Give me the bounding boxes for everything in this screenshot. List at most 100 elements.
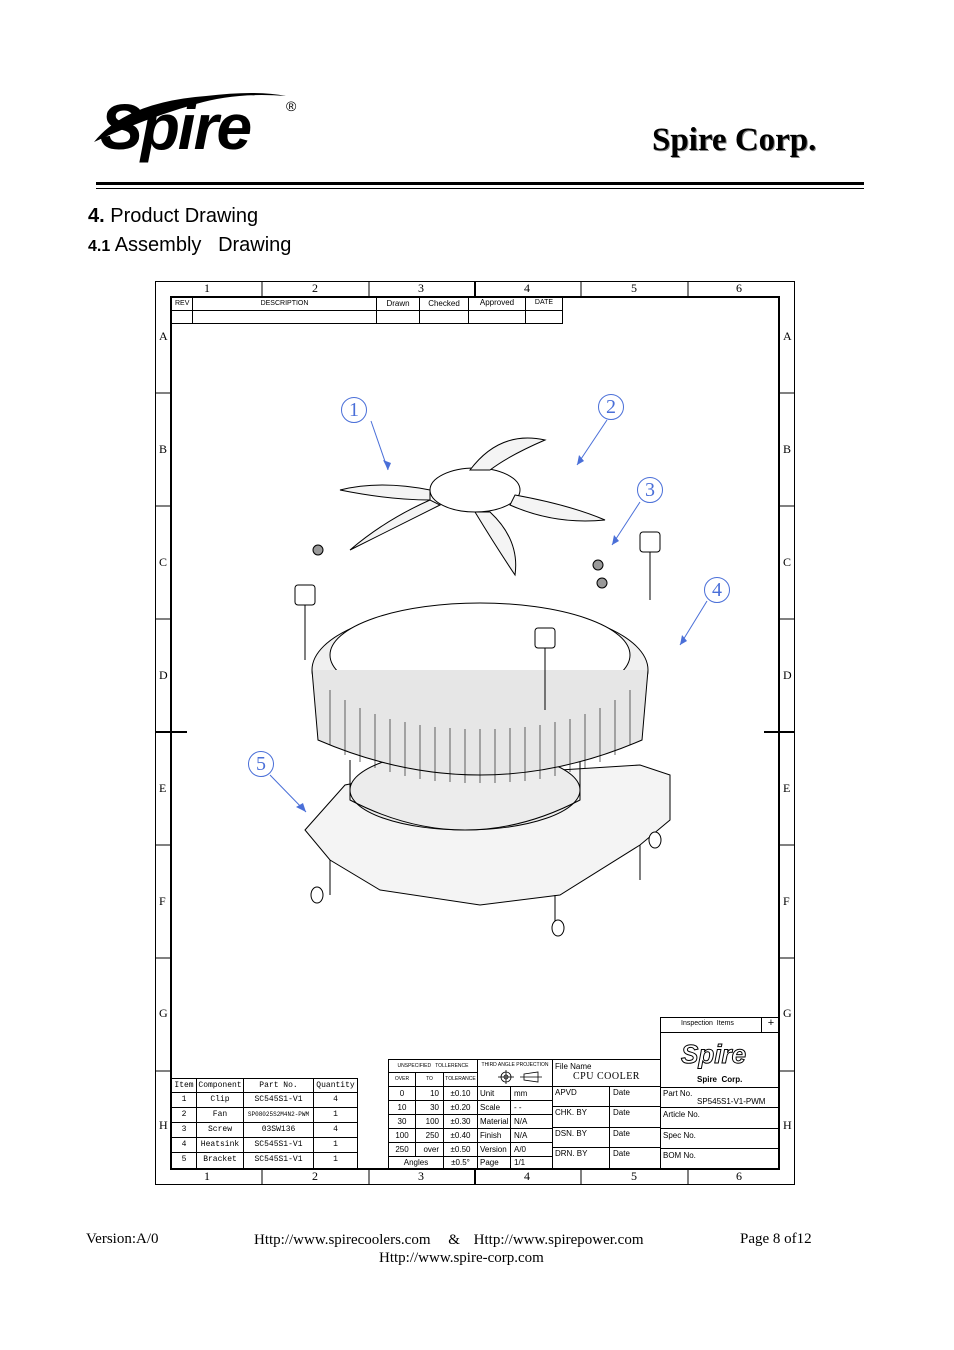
zone-col-3-bottom: 3	[418, 1169, 424, 1183]
projection-title-cell: THIRD ANGLE PROJECTION	[477, 1059, 553, 1087]
zone-row-g-left: G	[159, 1006, 168, 1020]
zone-row-d-left: D	[159, 668, 168, 682]
tol-row-1-to: 10	[415, 1086, 444, 1101]
callout-balloon-5: 5	[248, 751, 274, 777]
rev-row-1-desc	[192, 310, 377, 324]
rev-header-drawn: Drawn	[376, 297, 420, 311]
bom-header-quantity: Quantity	[313, 1078, 358, 1093]
rev-row-1-date	[525, 310, 563, 324]
rev-header-date: DATE	[525, 297, 563, 311]
inspection-items-cell: Inspection Items +	[660, 1017, 780, 1033]
callout-4-number: 4	[712, 579, 722, 601]
rev-header-rev: REV	[171, 297, 193, 311]
proj-material-label: Material	[477, 1114, 511, 1129]
zone-row-c-right: C	[783, 555, 792, 569]
bom-row-1-item: 1	[171, 1092, 197, 1108]
tol-row-3-over: 30	[388, 1114, 416, 1129]
proj-scale-label: Scale	[477, 1100, 511, 1115]
title-logo-sub: Spire Corp.	[697, 1075, 743, 1084]
proj-version-value: A/0	[510, 1142, 553, 1157]
tol-header-to: TO	[415, 1072, 444, 1087]
tol-header-tolerance: TOLERANCE	[443, 1072, 478, 1087]
tolerance-title: UNSPECIFIED TOLLERENCE	[388, 1059, 478, 1073]
tol-row-4-over: 100	[388, 1128, 416, 1143]
title-logo-mark: Spire	[680, 1039, 747, 1070]
bom-row-2-part-no: SP08025S2M4N2-PWM	[243, 1107, 314, 1123]
tol-row-2-over: 10	[388, 1100, 416, 1115]
third-angle-projection-icon	[498, 1070, 542, 1084]
callout-balloon-4: 4	[704, 577, 730, 603]
callout-balloon-2: 2	[598, 394, 624, 420]
zone-col-5-bottom: 5	[631, 1169, 637, 1183]
bom-row-4-component: Heatsink	[196, 1137, 244, 1153]
section-41-number: 4.1	[88, 238, 111, 255]
proj-page-value: 1/1	[510, 1156, 553, 1169]
tol-row-5-over: 250	[388, 1142, 416, 1157]
zone-col-3-top: 3	[418, 281, 424, 295]
tol-row-5-tol: ±0.50	[443, 1142, 478, 1157]
company-name: Spire Corp.	[652, 122, 817, 158]
bom-row-5-item: 5	[171, 1152, 197, 1169]
rev-row-1-rev	[171, 310, 193, 324]
callout-1-number: 1	[349, 399, 359, 421]
proj-finish-value: N/A	[510, 1128, 553, 1143]
footer-ampersand: &	[448, 1232, 460, 1248]
bom-row-5-component: Bracket	[196, 1152, 244, 1169]
callout-5-number: 5	[256, 753, 266, 775]
zone-col-4-bottom: 4	[524, 1169, 530, 1183]
bom-header-item: Item	[171, 1078, 197, 1093]
bom-row-1-component: Clip	[196, 1092, 244, 1108]
sign-apvd-date: Date	[609, 1086, 661, 1107]
projection-title: THIRD ANGLE PROJECTION	[481, 1062, 549, 1068]
footer-link-spirecorp[interactable]: Http://www.spire-corp.com	[379, 1250, 544, 1266]
bom-header-component: Component	[196, 1078, 244, 1093]
bom-row-3-part-no: 03SW136	[243, 1122, 314, 1138]
bom-row-2-item: 2	[171, 1107, 197, 1123]
section-41-heading: 4.1 Assembly Drawing	[88, 234, 291, 257]
bom-row-1-quantity: 4	[313, 1092, 358, 1108]
zone-row-d-right: D	[783, 668, 792, 682]
inspection-items-label: Inspection Items	[681, 1020, 734, 1027]
bom-row-3-component: Screw	[196, 1122, 244, 1138]
sign-drn-label: DRN. BY	[552, 1147, 610, 1169]
title-logo-cell: Spire Spire Corp.	[660, 1032, 780, 1088]
zone-row-f-right: F	[783, 894, 790, 908]
footer-page-number: Page 8 of12	[740, 1231, 812, 1247]
tol-row-3-tol: ±0.30	[443, 1114, 478, 1129]
file-name-label: File Name	[555, 1062, 592, 1071]
bom-row-2-component: Fan	[196, 1107, 244, 1123]
zone-col-6-bottom: 6	[736, 1169, 742, 1183]
proj-unit-label: Unit	[477, 1086, 511, 1101]
proj-version-label: Version	[477, 1142, 511, 1157]
bom-row-4-part-no: SC545S1-V1	[243, 1137, 314, 1153]
zone-row-e-right: E	[783, 781, 791, 795]
bom-row-3-quantity: 4	[313, 1122, 358, 1138]
file-name-cell: File Name CPU COOLER	[552, 1059, 661, 1087]
section-4-heading: 4. Product Drawing	[88, 205, 258, 228]
zone-row-e-left: E	[159, 781, 167, 795]
bom-row-2-quantity: 1	[313, 1107, 358, 1123]
part-no-cell: Part No. SP545S1-V1-PWM	[660, 1087, 780, 1108]
sign-dsn-label: DSN. BY	[552, 1127, 610, 1148]
zone-row-b-right: B	[783, 442, 792, 456]
zone-row-g-right: G	[783, 1006, 792, 1020]
sign-drn-date: Date	[609, 1147, 661, 1169]
rev-header-approved: Approved	[468, 297, 526, 311]
part-no-label: Part No.	[663, 1089, 693, 1098]
sign-dsn-date: Date	[609, 1127, 661, 1148]
tol-header-over: OVER	[388, 1072, 416, 1087]
footer-link-spirecoolers[interactable]: Http://www.spirecoolers.com	[254, 1232, 431, 1248]
header-rule	[96, 182, 864, 185]
zone-col-1-top: 1	[204, 281, 210, 295]
bom-row-1-part-no: SC545S1-V1	[243, 1092, 314, 1108]
zone-col-5-top: 5	[631, 281, 637, 295]
zone-row-b-left: B	[159, 442, 168, 456]
registered-mark: ®	[286, 98, 297, 114]
tol-row-3-to: 100	[415, 1114, 444, 1129]
tol-row-4-to: 250	[415, 1128, 444, 1143]
header-rule-thin	[96, 188, 864, 189]
zone-col-1-bottom: 1	[204, 1169, 210, 1183]
sign-apvd-label: APVD	[552, 1086, 610, 1107]
part-no-value: SP545S1-V1-PWM	[697, 1097, 766, 1106]
footer-link-spirepower[interactable]: Http://www.spirepower.com	[473, 1232, 644, 1248]
